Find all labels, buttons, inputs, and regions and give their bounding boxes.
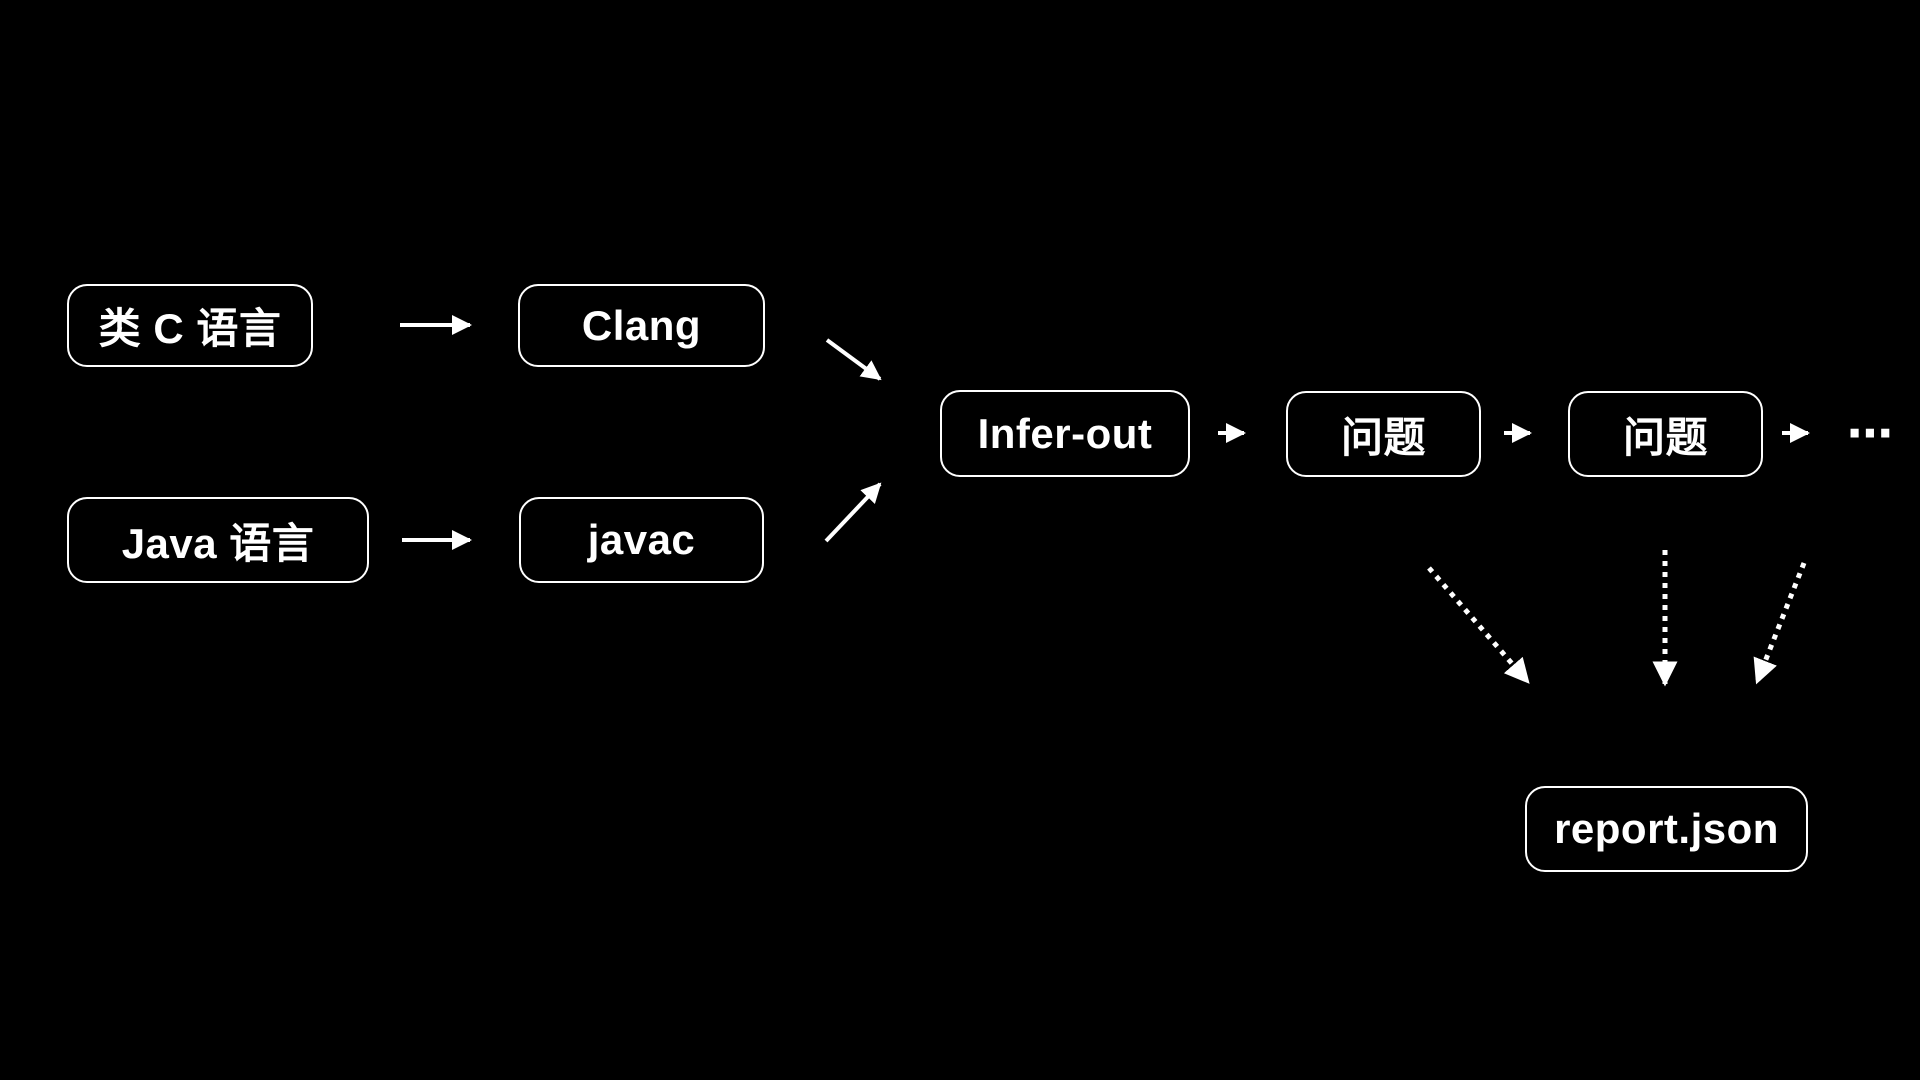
edge-ellipsis-to-report-dotted [1753,562,1807,685]
edge-issue1-to-report-dotted [1427,566,1530,684]
node-issue-1: 问题 [1286,391,1481,477]
node-report-json: report.json [1525,786,1808,872]
node-java-language: Java 语言 [67,497,369,583]
node-c-like-language: 类 C 语言 [67,284,313,367]
edge-clang-to-infer-out [825,338,882,381]
node-javac: javac [519,497,764,583]
edge-javac-to-infer-out [824,482,882,543]
node-issue-2: 问题 [1568,391,1763,477]
node-infer-out: Infer-out [940,390,1190,477]
continuation-ellipsis: ⋯ [1847,407,1893,459]
node-clang: Clang [518,284,765,367]
